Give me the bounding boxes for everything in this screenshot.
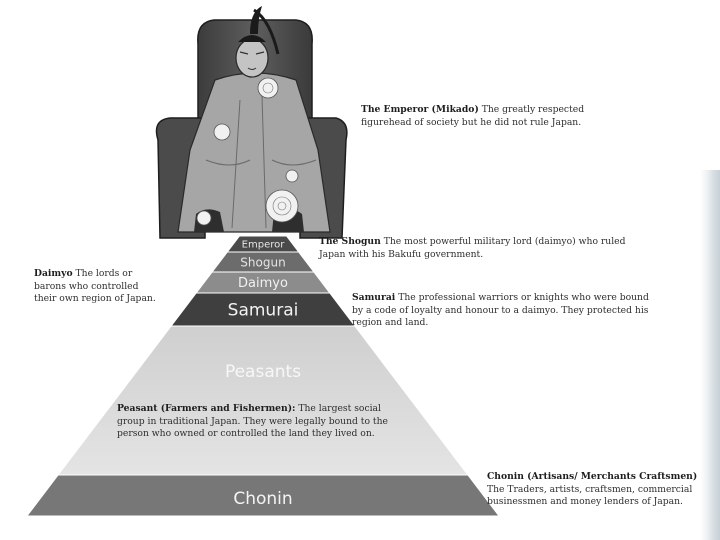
- pyramid-band-chonin: [25, 474, 501, 517]
- peasant-annotation-title: Peasant (Farmers and Fishermen):: [117, 403, 296, 414]
- shogun-annotation-title: The Shogun: [319, 236, 381, 247]
- decorative-edge: [700, 170, 720, 540]
- emperor-annotation: The Emperor (Mikado) The greatly respect…: [361, 104, 631, 129]
- daimyo-annotation-body: The lords or barons who controlled their…: [34, 268, 156, 305]
- pyramid-label-daimyo: Daimyo: [238, 276, 288, 291]
- pyramid-label-shogun: Shogun: [240, 255, 285, 269]
- shogun-annotation: The Shogun The most powerful military lo…: [319, 236, 637, 261]
- daimyo-annotation: Daimyo The lords or barons who controlle…: [34, 268, 162, 306]
- samurai-annotation: Samurai The professional warriors or kni…: [352, 292, 652, 330]
- samurai-annotation-body: The professional warriors or knights who…: [352, 292, 649, 329]
- chonin-annotation: Chonin (Artisans/ Merchants Craftsmen) T…: [487, 471, 699, 509]
- pyramid-label-peasants: Peasants: [225, 362, 301, 382]
- peasant-annotation-body: The largest social group in traditional …: [117, 403, 388, 440]
- daimyo-annotation-title: Daimyo: [34, 268, 73, 279]
- pyramid-band-peasants: [57, 325, 469, 476]
- shogun-annotation-body: The most powerful military lord (daimyo)…: [319, 236, 626, 260]
- pyramid-label-chonin: Chonin: [233, 489, 292, 509]
- chonin-annotation-title: Chonin (Artisans/ Merchants Craftsmen): [487, 471, 698, 482]
- emperor-illustration: [155, 6, 348, 239]
- peasant-annotation: Peasant (Farmers and Fishermen): The lar…: [117, 403, 389, 441]
- emperor-annotation-body: The greatly respected figurehead of soci…: [361, 104, 585, 128]
- pyramid-label-samurai: Samurai: [228, 301, 299, 321]
- samurai-annotation-title: Samurai: [352, 292, 396, 303]
- emperor-annotation-title: The Emperor (Mikado): [361, 104, 479, 115]
- chonin-annotation-body: The Traders, artists, craftsmen, commerc…: [487, 483, 693, 508]
- pyramid-label-emperor: Emperor: [242, 240, 286, 251]
